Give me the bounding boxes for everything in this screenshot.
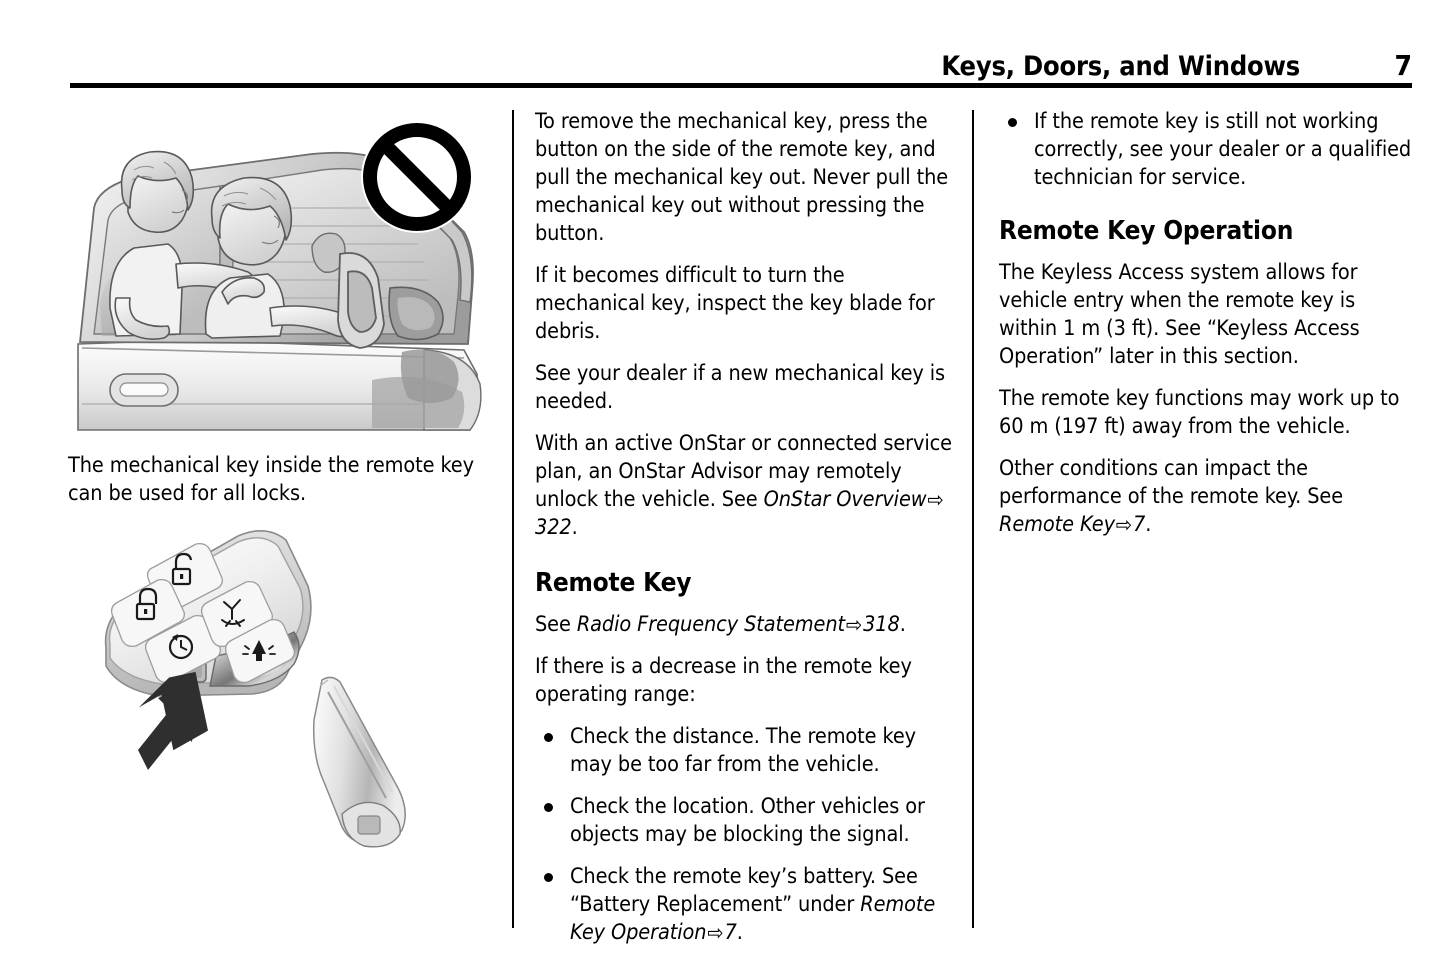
onstar-reference-link[interactable]: OnStar Overview xyxy=(763,487,927,512)
column-divider-right xyxy=(972,110,974,928)
paragraph-difficult-to-turn: If it becomes difficult to turn the mech… xyxy=(535,263,935,344)
rf-reference-link[interactable]: Radio Frequency Statement xyxy=(576,612,845,637)
column-divider-left xyxy=(512,110,514,928)
figure-caption-mechanical-key: The mechanical key inside the remote key… xyxy=(68,453,474,506)
rf-text-before: See xyxy=(535,612,577,637)
page-reference-arrow-icon: ⇨ xyxy=(707,921,724,946)
paragraph-other-conditions: Other conditions can impact the performa… xyxy=(999,455,1414,539)
rf-reference-page[interactable]: 318 xyxy=(863,612,900,637)
conditions-text-after: . xyxy=(1145,512,1152,537)
battery-bullet-reference-link[interactable]: Remote Key Operation xyxy=(570,892,936,945)
heading-remote-key: Remote Key xyxy=(535,568,692,598)
no-symbol-graphic xyxy=(361,121,473,233)
remote-key-with-mechanical-key-illustration xyxy=(80,520,485,885)
children-in-vehicle-warning-illustration xyxy=(72,112,487,437)
paragraph-remove-mechanical-key: To remove the mechanical key, press the … xyxy=(535,109,949,246)
panic-alarm-button-graphic xyxy=(224,618,295,684)
paragraph-keyless-access: The Keyless Access system allows for veh… xyxy=(999,260,1360,369)
onstar-text-before: With an active OnStar or connected servi… xyxy=(535,431,952,512)
paragraph-remote-key-range: The remote key functions may work up to … xyxy=(999,386,1400,439)
battery-bullet-after: . xyxy=(736,920,743,945)
page-number: 7 xyxy=(1394,49,1412,82)
header-rule xyxy=(70,83,1412,88)
column-right: If the remote key is still not working c… xyxy=(999,108,1414,539)
list-item-label: Check the distance. The remote key may b… xyxy=(570,724,916,777)
battery-bullet-before: Check the remote key’s battery. See “Bat… xyxy=(570,864,918,917)
battery-bullet-reference-page[interactable]: 7 xyxy=(724,920,737,945)
list-item-label: Check the location. Other vehicles or ob… xyxy=(570,794,925,847)
paragraph-decrease-range-intro: If there is a decrease in the remote key… xyxy=(535,654,912,707)
column-middle: To remove the mechanical key, press the … xyxy=(535,108,955,947)
conditions-reference-link[interactable]: Remote Key xyxy=(999,512,1115,537)
bullet-dot-icon xyxy=(1008,118,1017,127)
paragraph-radio-frequency: See Radio Frequency Statement⇨318. xyxy=(535,611,955,639)
page-reference-arrow-icon: ⇨ xyxy=(845,613,863,638)
page-reference-arrow-icon: ⇨ xyxy=(1115,513,1133,538)
mechanical-key-blade-graphic xyxy=(312,676,406,848)
paragraph-see-dealer: See your dealer if a new mechanical key … xyxy=(535,361,946,414)
list-not-working: If the remote key is still not working c… xyxy=(999,108,1414,192)
conditions-text-before: Other conditions can impact the performa… xyxy=(999,456,1344,509)
conditions-reference-page[interactable]: 7 xyxy=(1133,512,1146,537)
page-header: Keys, Doors, and Windows 7 xyxy=(70,36,1412,82)
paragraph-onstar: With an active OnStar or connected servi… xyxy=(535,430,955,542)
page-reference-arrow-icon: ⇨ xyxy=(927,488,944,513)
list-item-label: If the remote key is still not working c… xyxy=(1034,109,1412,190)
bullet-dot-icon xyxy=(544,873,553,882)
list-item: Check the location. Other vehicles or ob… xyxy=(535,793,955,849)
bullet-dot-icon xyxy=(544,803,553,812)
rf-text-after: . xyxy=(899,612,906,637)
list-item: Check the remote key’s battery. See “Bat… xyxy=(535,863,955,947)
heading-remote-key-operation: Remote Key Operation xyxy=(999,216,1294,246)
callout-arrow-shape xyxy=(138,683,198,770)
list-range-checks: Check the distance. The remote key may b… xyxy=(535,723,955,947)
page-title: Keys, Doors, and Windows xyxy=(941,51,1300,82)
list-item: Check the distance. The remote key may b… xyxy=(535,723,955,779)
onstar-reference-page[interactable]: 322 xyxy=(535,515,572,540)
bullet-dot-icon xyxy=(544,733,553,742)
lock-button-graphic xyxy=(110,578,185,648)
onstar-text-after: . xyxy=(571,515,578,540)
list-item: If the remote key is still not working c… xyxy=(999,108,1414,192)
